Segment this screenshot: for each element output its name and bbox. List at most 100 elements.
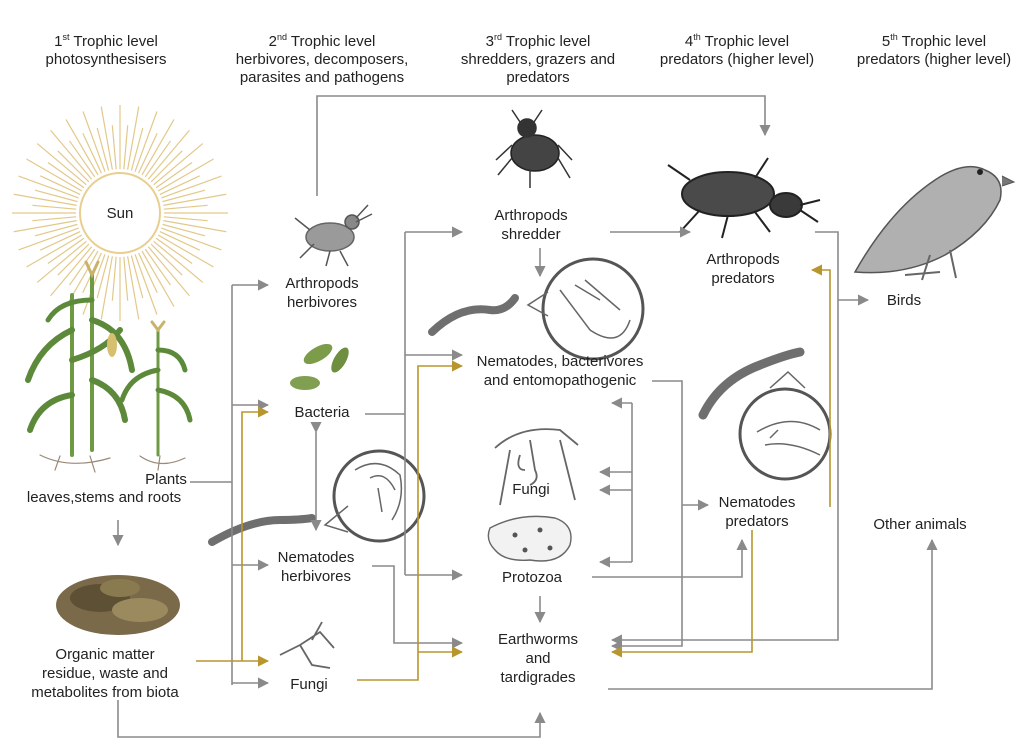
sun-ray xyxy=(127,106,140,170)
sun-ray xyxy=(123,125,129,170)
sun-ray xyxy=(144,248,171,286)
sun-ray xyxy=(18,175,79,199)
sun-ray xyxy=(36,143,87,186)
header-trophic-5: 5th Trophic level predators (higher leve… xyxy=(856,32,1012,69)
sun-ray xyxy=(134,254,158,315)
sun-ray xyxy=(39,231,81,251)
sun-ray xyxy=(161,175,222,199)
sun-ray xyxy=(111,125,117,170)
sun-ray xyxy=(47,162,85,189)
other-animals-label: Other animals xyxy=(873,516,967,533)
sun-ray xyxy=(100,106,113,170)
sun-ray xyxy=(162,189,206,203)
nematodes-herbivores-label: Nematodes herbivores xyxy=(277,549,355,585)
shredder-beetle-illustration xyxy=(495,109,573,188)
sun-ray xyxy=(96,127,110,171)
nematodes-predators-label: Nematodes predators xyxy=(718,494,796,530)
fungi-2-label: Fungi xyxy=(290,676,328,693)
sun-ray xyxy=(163,216,208,222)
sun-ray xyxy=(100,256,113,320)
sun-ray xyxy=(26,234,83,268)
nematodes-bacterivores-label: Nematodes, bacterivores and entomopathog… xyxy=(476,353,644,389)
header-trophic-1: 1st Trophic level photosynthesisers xyxy=(45,32,167,69)
bird-illustration xyxy=(853,165,1016,281)
sun-ray xyxy=(147,246,190,297)
sun-ray xyxy=(163,220,227,233)
sun-ray xyxy=(111,256,117,301)
sun-ray xyxy=(39,175,81,195)
sun-ray xyxy=(159,175,201,195)
sun-ray xyxy=(96,255,110,299)
sun-ray xyxy=(26,158,83,192)
sun-ray xyxy=(18,227,79,251)
bacteria-illustration xyxy=(290,343,349,390)
sun-ray xyxy=(130,255,144,299)
header-trophic-2: 2nd Trophic level herbivores, decomposer… xyxy=(235,32,409,87)
sun-ray xyxy=(47,237,85,264)
sun-ray xyxy=(144,140,171,178)
organic-matter-illustration xyxy=(56,575,180,635)
fungi-illustration xyxy=(279,428,579,669)
sun-ray xyxy=(155,237,193,264)
sun-ray xyxy=(141,119,175,176)
arthropods-predators-label: Arthropods predators xyxy=(706,251,780,287)
plants-sublabel: leaves,stems and roots xyxy=(26,489,182,506)
plants-label: Plants xyxy=(145,471,187,488)
sun-ray xyxy=(34,223,78,237)
arthropods-shredder-label: Arthropods shredder xyxy=(494,207,568,243)
sun-ray xyxy=(69,140,96,178)
herbivore-beetle-illustration xyxy=(294,204,373,267)
sun-ray xyxy=(159,231,201,251)
sun-ray xyxy=(13,220,77,233)
sun-ray xyxy=(153,240,204,283)
sun-ray xyxy=(163,193,227,206)
trophic-arrows xyxy=(112,95,938,738)
sun-ray xyxy=(13,193,77,206)
sun-ray xyxy=(157,158,214,192)
sun-ray xyxy=(50,129,93,180)
earthworms-tardigrades-label: Earthworms and tardigrades xyxy=(497,631,579,686)
sun-ray xyxy=(57,150,90,183)
sun-ray xyxy=(50,246,93,297)
birds-label: Birds xyxy=(886,292,922,309)
bacteria-label: Bacteria xyxy=(294,404,350,421)
sun-ray xyxy=(127,256,140,320)
protozoa-illustration xyxy=(487,515,572,562)
sun-ray xyxy=(82,111,106,172)
header-trophic-4: 4th Trophic level predators (higher leve… xyxy=(659,32,815,69)
sun-ray xyxy=(82,254,106,315)
sun-ray xyxy=(157,234,214,268)
sun-ray xyxy=(162,223,206,237)
organic-matter-label: Organic matter residue, waste and metabo… xyxy=(31,646,179,701)
sun-ray xyxy=(32,204,77,210)
sun-ray xyxy=(163,204,208,210)
sun-illustration xyxy=(12,105,228,321)
sun-label: Sun xyxy=(106,205,134,222)
sun-ray xyxy=(130,127,144,171)
sun-ray xyxy=(57,243,90,276)
fungi-3-label: Fungi xyxy=(512,481,550,498)
arthropods-herbivores-label: Arthropods herbivores xyxy=(285,275,359,311)
magnifier-circles xyxy=(332,257,832,543)
sun-ray xyxy=(138,132,158,174)
sun-ray xyxy=(153,143,204,186)
sun-ray xyxy=(155,162,193,189)
sun-ray xyxy=(123,256,129,301)
sun-ray xyxy=(150,243,183,276)
predator-beetle-illustration xyxy=(667,157,821,239)
sun-ray xyxy=(141,250,175,307)
sun-ray xyxy=(34,189,78,203)
sun-ray xyxy=(82,132,102,174)
maize-plants-illustration xyxy=(25,260,193,473)
sun-ray xyxy=(138,252,158,294)
sun-ray xyxy=(147,129,190,180)
sun-ray xyxy=(134,111,158,172)
sun-ray xyxy=(36,240,87,283)
sun-ray xyxy=(32,216,77,222)
sun-ray xyxy=(65,119,99,176)
sun-ray xyxy=(150,150,183,183)
protozoa-label: Protozoa xyxy=(501,569,563,586)
header-trophic-3: 3rd Trophic level shredders, grazers and… xyxy=(460,32,616,87)
